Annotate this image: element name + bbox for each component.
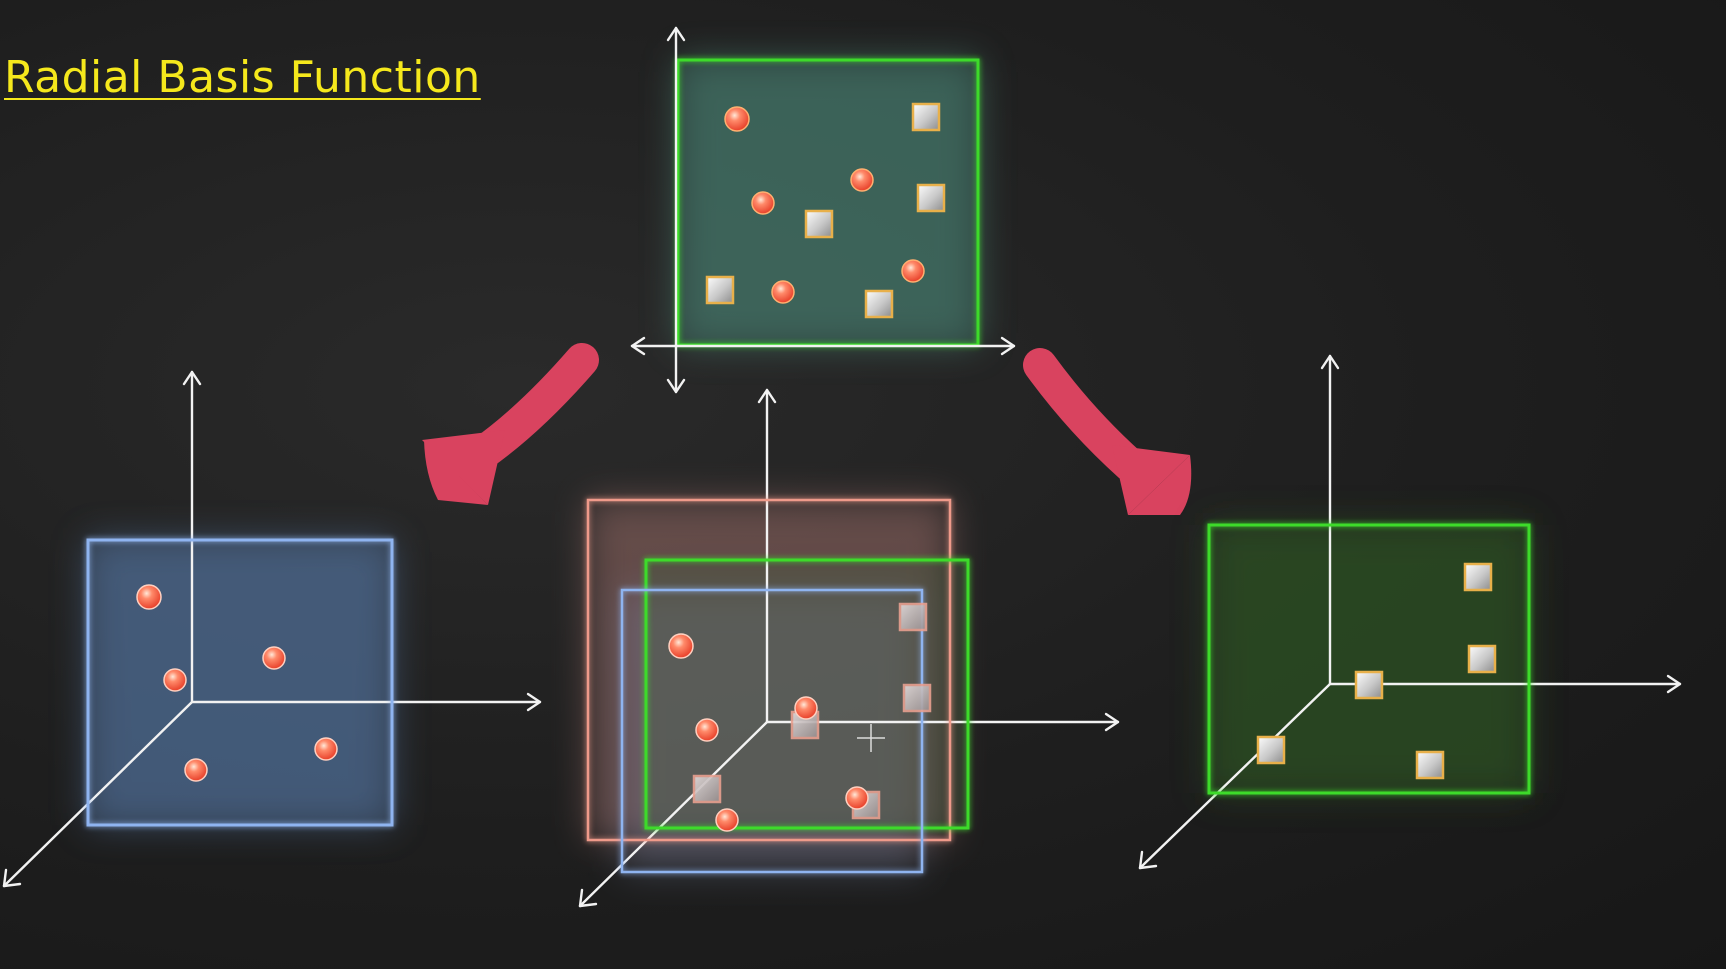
class-a-point — [184, 758, 208, 782]
right-points — [1256, 562, 1497, 780]
class-b-point — [1463, 562, 1493, 592]
left-transform-arrow — [422, 343, 599, 505]
crosshair-cursor-icon — [857, 724, 885, 752]
class-a-point — [262, 646, 286, 670]
class-b-point — [692, 774, 722, 804]
left-points — [136, 584, 338, 782]
blue-plane-fill — [88, 540, 392, 825]
input-points — [705, 102, 946, 319]
class-a-point — [163, 668, 187, 692]
class-b-point — [911, 102, 941, 132]
class-a-point — [668, 633, 694, 659]
input-space-panel — [630, 26, 1016, 394]
combined-feature-space-panel — [578, 388, 1120, 908]
class-a-point — [850, 168, 874, 192]
slide-title: Radial Basis Function — [4, 52, 481, 103]
salmon-plane-border — [586, 498, 952, 842]
center-points — [668, 602, 932, 832]
class-b-point — [916, 183, 946, 213]
center-axes — [578, 388, 1120, 908]
blue-plane-haze — [88, 540, 392, 825]
class-a-point — [901, 259, 925, 283]
class-a-point — [771, 280, 795, 304]
class-b-point — [1354, 670, 1384, 700]
feature-space-a-panel — [2, 370, 542, 888]
class-b-point — [705, 275, 735, 305]
blue-plane-border-center — [620, 588, 924, 874]
class-b-point — [1256, 735, 1286, 765]
class-a-point — [314, 737, 338, 761]
right-axes — [1138, 354, 1682, 870]
green-plane-border-right — [1207, 523, 1531, 795]
input-axes — [630, 26, 1016, 394]
green-plane-border-center — [644, 558, 970, 830]
right-transform-arrow — [1023, 348, 1192, 515]
left-axes — [2, 370, 542, 888]
feature-space-b-panel — [1138, 354, 1682, 870]
class-a-point — [715, 808, 739, 832]
class-b-point — [1415, 750, 1445, 780]
class-a-point — [845, 786, 869, 810]
class-b-point — [864, 289, 894, 319]
class-a-point — [695, 718, 719, 742]
class-a-point — [751, 191, 775, 215]
class-b-point — [1467, 644, 1497, 674]
class-b-point — [902, 683, 932, 713]
blue-plane-border — [86, 538, 394, 827]
class-b-point — [804, 209, 834, 239]
class-a-point — [136, 584, 162, 610]
class-a-point — [724, 106, 750, 132]
class-a-point — [794, 696, 818, 720]
class-b-point — [898, 602, 928, 632]
